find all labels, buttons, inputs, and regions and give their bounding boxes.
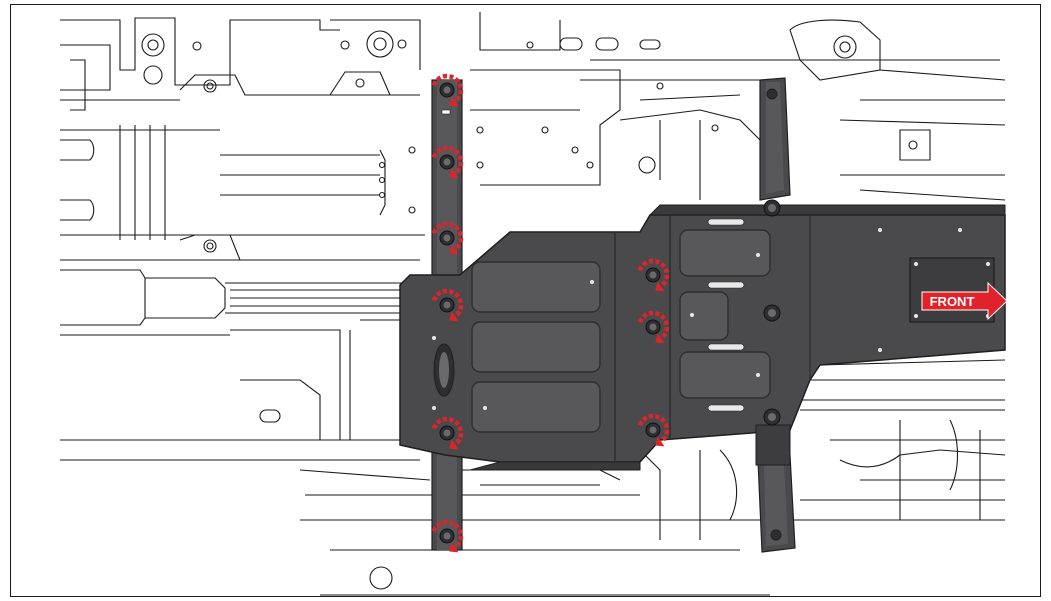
rotation-arc xyxy=(637,310,670,341)
front-label: FRONT xyxy=(930,294,975,309)
circular-arrow-icon xyxy=(431,288,464,322)
rotation-arrow-head xyxy=(655,436,665,447)
circular-arrow-icon xyxy=(637,310,670,344)
rotation-arrow-head xyxy=(449,439,459,450)
front-direction-arrow: FRONT xyxy=(921,281,1008,321)
bolts-layer xyxy=(439,82,781,544)
bolt-head xyxy=(768,309,776,317)
rotation-arrow-head xyxy=(449,168,459,179)
rotation-arrows-layer xyxy=(431,73,670,553)
bolt-head xyxy=(649,426,657,434)
circular-arrow-icon xyxy=(637,258,670,292)
bolt-head xyxy=(443,158,451,166)
rotation-arrow-head xyxy=(449,244,459,255)
rotation-arrow-head xyxy=(449,96,459,107)
bolt-head xyxy=(443,234,451,242)
circular-arrow-icon xyxy=(431,73,464,107)
bolt-head xyxy=(443,532,451,540)
bolt-head xyxy=(768,204,776,212)
rotation-arrow-head xyxy=(449,311,459,322)
bolt-head xyxy=(768,413,776,421)
mount-brackets xyxy=(755,77,796,553)
circular-arrow-icon xyxy=(637,413,670,447)
rotation-arrow-head xyxy=(449,542,459,553)
rotation-arc xyxy=(431,145,464,176)
frame-border xyxy=(10,4,1041,597)
rotation-arc xyxy=(637,413,670,444)
rotation-arc xyxy=(637,258,670,289)
rotation-arrow-head xyxy=(655,281,665,292)
skid-plate xyxy=(399,204,1006,471)
circular-arrow-icon xyxy=(431,519,464,553)
rotation-arc xyxy=(431,288,464,319)
bolt-head xyxy=(443,429,451,437)
rotation-arrow-head xyxy=(655,333,665,344)
rotation-arc xyxy=(431,73,464,104)
bolt-head xyxy=(649,323,657,331)
circular-arrow-icon xyxy=(431,416,464,450)
circular-arrow-icon xyxy=(431,221,464,255)
rotation-arc xyxy=(431,416,464,447)
bolt-head xyxy=(649,271,657,279)
rotation-arc xyxy=(431,519,464,550)
arrow-right-icon xyxy=(921,281,1008,321)
circular-arrow-icon xyxy=(431,145,464,179)
chassis-line-art xyxy=(60,12,1006,596)
rotation-arc xyxy=(431,221,464,252)
bolt-head xyxy=(443,86,451,94)
bolt-head xyxy=(443,301,451,309)
